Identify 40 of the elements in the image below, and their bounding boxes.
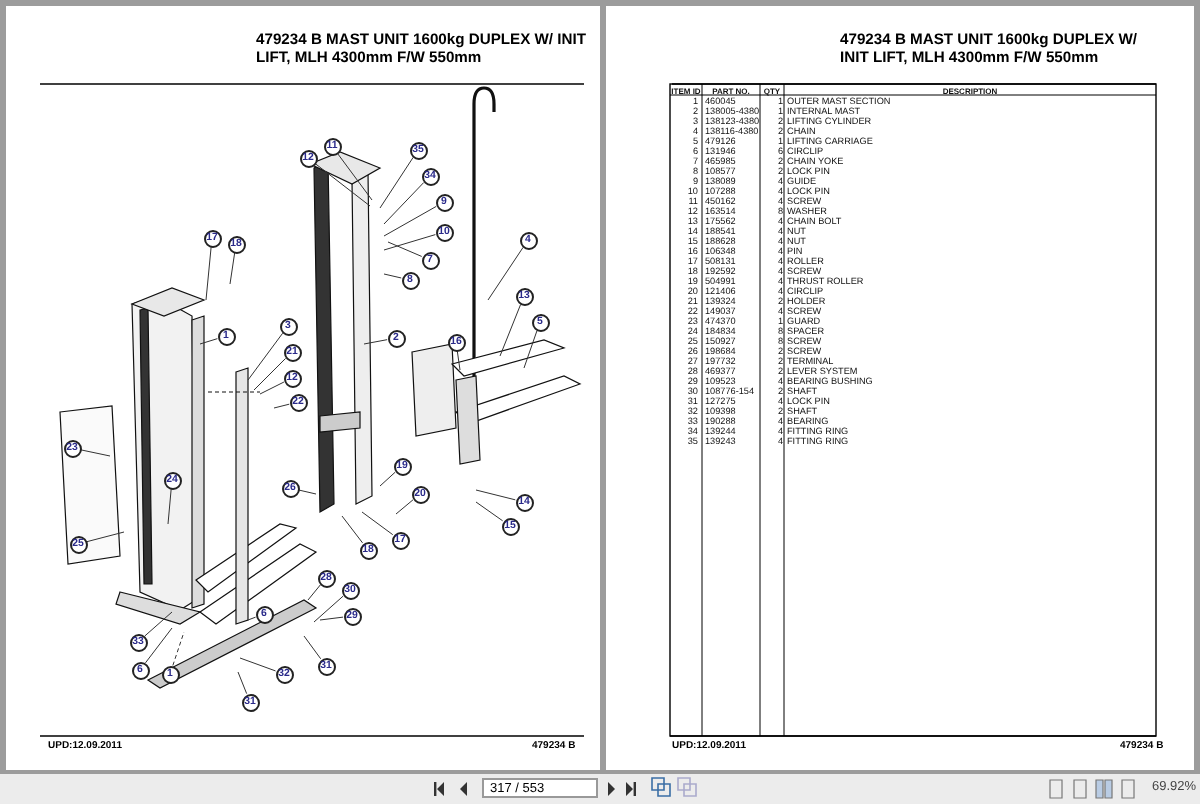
leader-line [379,157,414,209]
leader-line [80,449,111,457]
leader-line [172,631,185,666]
leader-line [247,616,257,621]
leader-line [336,152,373,201]
leader-line [237,671,248,695]
leader-line [205,246,212,301]
leader-line [487,247,524,301]
leader-line [314,163,371,207]
leader-line [341,515,364,544]
leader-line [499,303,522,357]
leader-line [86,531,125,543]
leader-line [475,501,504,522]
leader-line [383,234,436,251]
leader-line [313,595,344,623]
leader-line [475,489,516,501]
leader-line [456,350,461,371]
leader-line [199,338,218,345]
leader-line [363,339,388,345]
leader-line [387,241,423,257]
leader-line [144,627,173,664]
leader-line [247,332,284,381]
leader-line [259,381,285,395]
leader-line [395,499,414,515]
leader-line [361,511,394,536]
leader-line [307,584,321,601]
leader-line [383,182,425,225]
leader-line [379,471,396,487]
leader-line [253,357,287,391]
leader-line [229,252,236,285]
leader-line [523,330,538,369]
leader-line [383,205,437,237]
leader-line [144,611,173,637]
leader-line [298,489,317,495]
leader-line [239,657,277,672]
leader-line [167,488,172,525]
leader-line [273,403,290,409]
leader-line [319,616,344,621]
leader-line [303,635,322,660]
leader-line [383,273,402,279]
